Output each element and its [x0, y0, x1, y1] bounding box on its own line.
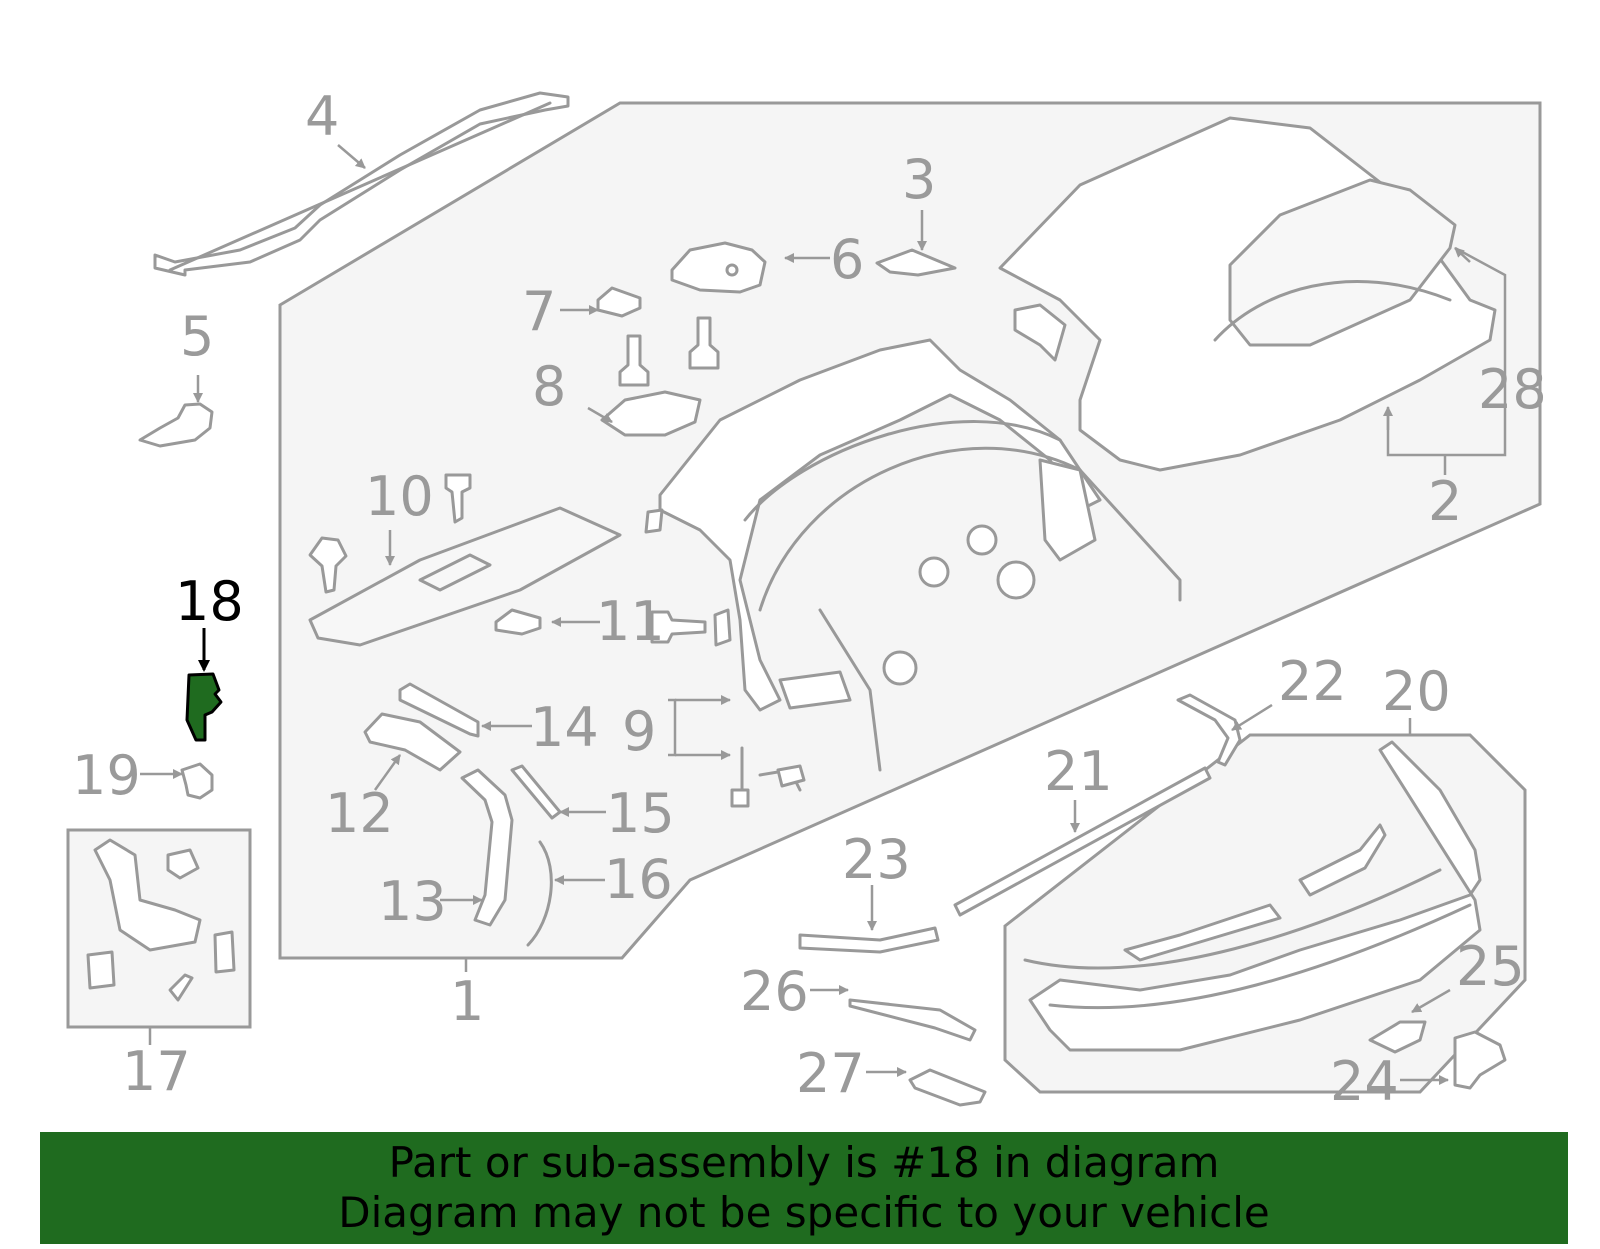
leader-9-bracket	[668, 698, 677, 757]
callout-labels: 1 2 3 4 5 6 7 8 9 10 11 12 13 14 15 16 1…	[72, 85, 1547, 1113]
callout-25: 25	[1456, 935, 1525, 998]
part-17-lever	[168, 973, 194, 1002]
part-4-roof-rail-seal	[153, 91, 570, 277]
callout-20: 20	[1382, 660, 1451, 723]
part-6-bracket	[670, 241, 767, 294]
part-26-strip	[848, 998, 977, 1042]
grommet-c	[996, 560, 1036, 600]
part-28-window	[1228, 178, 1457, 347]
callout-1: 1	[450, 970, 484, 1033]
frame-bracket	[778, 670, 852, 710]
callout-9: 9	[622, 700, 656, 763]
part-17-cylinder	[213, 930, 236, 974]
leader-22	[1231, 703, 1273, 732]
leader-25	[1411, 988, 1451, 1014]
part-12-bracket	[363, 712, 462, 772]
callout-14: 14	[530, 696, 599, 759]
part-19-clip	[180, 762, 214, 800]
part-9-connector-b	[776, 764, 806, 788]
part-20-bracket-b	[1298, 823, 1387, 897]
top-cable	[1078, 468, 1182, 602]
part-20-bracket-a	[1123, 903, 1282, 962]
frame-rail	[818, 608, 882, 772]
callout-11: 11	[596, 590, 665, 653]
callout-28: 28	[1478, 358, 1547, 421]
pad-left-frame	[644, 508, 664, 534]
top-frame	[658, 338, 1102, 712]
callout-21: 21	[1044, 740, 1113, 803]
part-3-pad	[875, 248, 957, 277]
part-2-flap	[1013, 303, 1067, 362]
top-bow-1	[743, 420, 1062, 522]
part-14-strip	[398, 682, 480, 738]
callout-26: 26	[740, 960, 809, 1023]
leader-8	[587, 406, 613, 424]
bolt-upper-left	[618, 334, 650, 387]
top-bow-2	[758, 446, 1082, 612]
bolt-upper-right	[688, 316, 720, 370]
part-17-latch	[93, 838, 202, 952]
part-16-seal	[526, 840, 553, 947]
screw-10	[444, 473, 472, 524]
leader-2-28	[1386, 246, 1507, 457]
pivot-bracket	[1038, 458, 1097, 562]
callout-13: 13	[378, 870, 447, 933]
part-5-clip	[138, 402, 214, 448]
part-23-strip	[798, 926, 940, 954]
part-21-strip	[953, 766, 1212, 917]
part-22-bracket	[1176, 693, 1242, 767]
part-13-pillar	[460, 768, 514, 927]
callout-24: 24	[1330, 1050, 1399, 1113]
part-20-rail-b	[1048, 903, 1472, 1010]
callout-22: 22	[1278, 650, 1347, 713]
callout-12: 12	[325, 782, 394, 845]
callout-7: 7	[522, 280, 556, 343]
grommet-d	[882, 650, 918, 686]
callout-16: 16	[604, 848, 673, 911]
callout-6: 6	[830, 228, 864, 291]
callout-15: 15	[606, 782, 675, 845]
push-clip-10	[308, 536, 348, 594]
bolt-11	[650, 610, 707, 644]
callout-23: 23	[842, 828, 911, 891]
info-banner: Part or sub-assembly is #18 in diagram D…	[40, 1132, 1568, 1244]
part-18-highlighted	[185, 672, 223, 742]
banner-line-1: Part or sub-assembly is #18 in diagram	[388, 1138, 1220, 1187]
part-8-bracket	[600, 390, 702, 437]
callout-27: 27	[796, 1042, 865, 1105]
part-11-pad	[494, 608, 542, 636]
part-10-detail	[418, 553, 492, 592]
part-4-rib	[168, 101, 552, 272]
callout-8: 8	[532, 355, 566, 418]
callout-10: 10	[365, 465, 434, 528]
shim-11	[713, 608, 732, 647]
callout-19: 19	[72, 744, 141, 807]
part-9-connector-a	[730, 788, 750, 808]
callout-2: 2	[1428, 470, 1462, 533]
part-24-bracket	[1453, 1030, 1507, 1090]
part-17-block	[86, 950, 116, 990]
part-27-pad	[908, 1068, 987, 1107]
part-20-trim	[1028, 740, 1482, 1052]
grommet-a	[918, 556, 950, 588]
leader-4	[337, 144, 366, 169]
part-17-cap	[166, 848, 200, 880]
callout-3: 3	[902, 148, 936, 211]
leader-12	[373, 754, 402, 791]
grommet-b	[966, 524, 998, 556]
callout-18: 18	[175, 570, 244, 633]
callout-17: 17	[122, 1040, 191, 1103]
banner-line-2: Diagram may not be specific to your vehi…	[338, 1188, 1270, 1237]
callout-5: 5	[180, 305, 214, 368]
callout-4: 4	[305, 85, 339, 148]
leader-28-arrow	[1454, 247, 1471, 263]
part-25-pad	[1368, 1020, 1427, 1054]
leader-lines	[140, 144, 1507, 1085]
part-20-rail-a	[1023, 868, 1442, 970]
part-2-seam	[1213, 280, 1452, 342]
part-6-hole	[725, 263, 739, 277]
